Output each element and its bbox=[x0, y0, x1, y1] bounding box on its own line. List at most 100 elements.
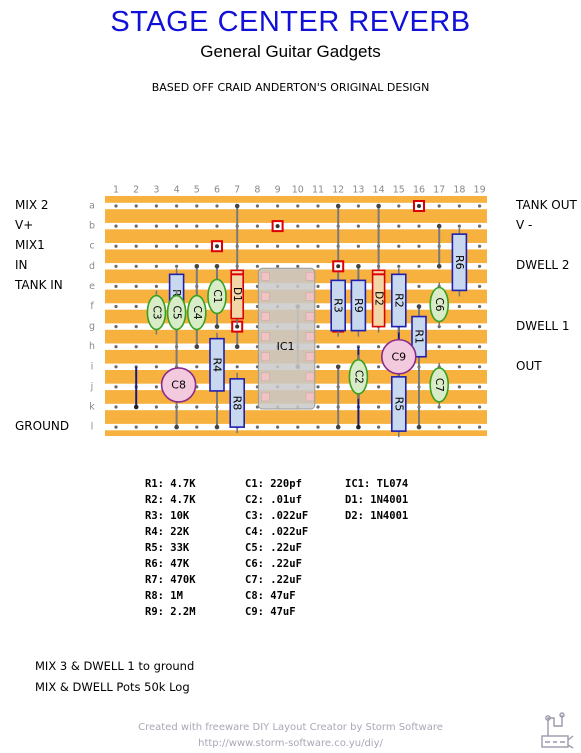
strip-hole bbox=[134, 325, 138, 329]
strip-hole bbox=[478, 405, 482, 409]
resistor-body bbox=[451, 233, 468, 292]
strip-hole bbox=[356, 224, 360, 228]
strip-hole bbox=[134, 345, 138, 349]
capacitor-c7: C7 bbox=[429, 362, 450, 407]
resistor-list: R1: 4.7K R2: 4.7K R3: 10K R4: 22K R5: 33… bbox=[145, 476, 196, 620]
strip-hole bbox=[154, 244, 158, 248]
capacitor-list-item: C8: 47uF bbox=[245, 590, 296, 602]
capacitor-list-item: C7: .22uF bbox=[245, 574, 302, 586]
pin-label-left: V+ bbox=[15, 218, 34, 233]
pin-label-left: TANK IN bbox=[15, 278, 63, 293]
resistor-label: R6 bbox=[453, 255, 466, 270]
wire-pad-hole bbox=[417, 204, 421, 208]
ic-pin bbox=[261, 392, 270, 402]
copper-strip bbox=[105, 263, 487, 270]
strip-hole bbox=[296, 204, 300, 208]
strip-hole bbox=[134, 204, 138, 208]
solder-joint bbox=[214, 264, 220, 269]
strip-hole bbox=[114, 365, 118, 369]
strip-hole bbox=[255, 224, 259, 228]
strip-hole bbox=[296, 425, 300, 429]
strip-hole bbox=[397, 224, 401, 228]
pin-label-right: OUT bbox=[516, 358, 542, 373]
ic-pin bbox=[305, 352, 315, 362]
strip-hole bbox=[377, 405, 381, 409]
ic-pin bbox=[261, 272, 270, 281]
strip-hole bbox=[195, 204, 199, 208]
resistor-body bbox=[330, 279, 347, 332]
strip-hole bbox=[316, 345, 320, 349]
strip-hole bbox=[134, 224, 138, 228]
row-letter: l bbox=[91, 422, 94, 433]
strip-hole bbox=[154, 385, 158, 389]
strip-hole bbox=[276, 244, 280, 248]
column-number: 3 bbox=[153, 185, 159, 196]
strip-hole bbox=[478, 425, 482, 429]
strip-hole bbox=[255, 264, 259, 268]
column-number: 11 bbox=[312, 185, 324, 196]
strip-hole bbox=[175, 224, 179, 228]
strip-hole bbox=[195, 425, 199, 429]
semiconductor-list-item: IC1: TL074 bbox=[345, 478, 409, 490]
row-letter: k bbox=[89, 402, 95, 413]
resistor-body bbox=[411, 315, 427, 358]
strip-hole bbox=[154, 365, 158, 369]
solder-joint bbox=[335, 203, 341, 209]
solder-joint bbox=[214, 324, 220, 329]
strip-hole bbox=[437, 204, 441, 208]
copper-strip bbox=[105, 222, 487, 230]
strip-hole bbox=[134, 304, 138, 309]
capacitor-body bbox=[429, 286, 450, 323]
column-number: 10 bbox=[292, 185, 304, 196]
wire-pad-hole bbox=[215, 244, 219, 249]
strip-hole bbox=[478, 224, 482, 228]
page-title: STAGE CENTER REVERB bbox=[110, 6, 471, 38]
row-letter: h bbox=[89, 341, 95, 352]
strip-hole bbox=[255, 204, 259, 208]
solder-joint bbox=[335, 424, 341, 430]
wiring-note: MIX 3 & DWELL 1 to ground bbox=[35, 659, 195, 673]
resistor-label: R2 bbox=[392, 293, 405, 308]
strip-hole bbox=[377, 345, 381, 349]
capacitor-label: C5 bbox=[171, 306, 183, 320]
electrolytic-c8: C8 bbox=[160, 367, 197, 403]
diode-label: D2 bbox=[373, 291, 385, 306]
pin-label-left: MIX1 bbox=[15, 238, 45, 253]
strip-hole bbox=[377, 385, 381, 389]
resistor-r4: R4 bbox=[209, 332, 225, 397]
capacitor-list-item: C3: .022uF bbox=[245, 510, 309, 522]
solder-joint bbox=[234, 203, 240, 209]
solder-joint bbox=[194, 344, 200, 350]
solder-joint bbox=[133, 404, 139, 410]
pin-label-right: DWELL 2 bbox=[516, 258, 570, 273]
solder-joint bbox=[356, 264, 361, 269]
strip-hole bbox=[316, 325, 320, 329]
strip-hole bbox=[478, 264, 482, 268]
resistor-list-item: R2: 4.7K bbox=[145, 494, 196, 506]
design-credit: BASED OFF CRAID ANDERTON'S ORIGINAL DESI… bbox=[151, 81, 430, 94]
strip-hole bbox=[114, 244, 118, 248]
electrolytic-label: C9 bbox=[391, 350, 406, 363]
strip-hole bbox=[457, 325, 461, 329]
strip-hole bbox=[437, 345, 441, 349]
ic-pin bbox=[305, 372, 315, 382]
electrolytic-c9: C9 bbox=[380, 338, 417, 375]
resistor-r8: R8 bbox=[229, 372, 245, 434]
copper-strip bbox=[105, 243, 487, 250]
electrolytic-body bbox=[160, 367, 197, 403]
ic-pin bbox=[261, 372, 270, 382]
resistor-list-item: R1: 4.7K bbox=[145, 478, 196, 490]
column-number: 8 bbox=[254, 185, 260, 196]
row-letter: g bbox=[89, 321, 95, 332]
strip-hole bbox=[478, 284, 482, 288]
capacitor-list-item: C4: .022uF bbox=[245, 526, 309, 538]
strip-hole bbox=[417, 264, 421, 268]
footer-url[interactable]: http://www.storm-software.co.yu/diy/ bbox=[198, 738, 383, 749]
strip-hole bbox=[215, 204, 219, 208]
strip-hole bbox=[457, 204, 461, 208]
resistor-label: R4 bbox=[211, 357, 224, 372]
ic-pin bbox=[261, 352, 270, 362]
strip-hole bbox=[114, 204, 118, 208]
row-letter: f bbox=[90, 301, 94, 312]
